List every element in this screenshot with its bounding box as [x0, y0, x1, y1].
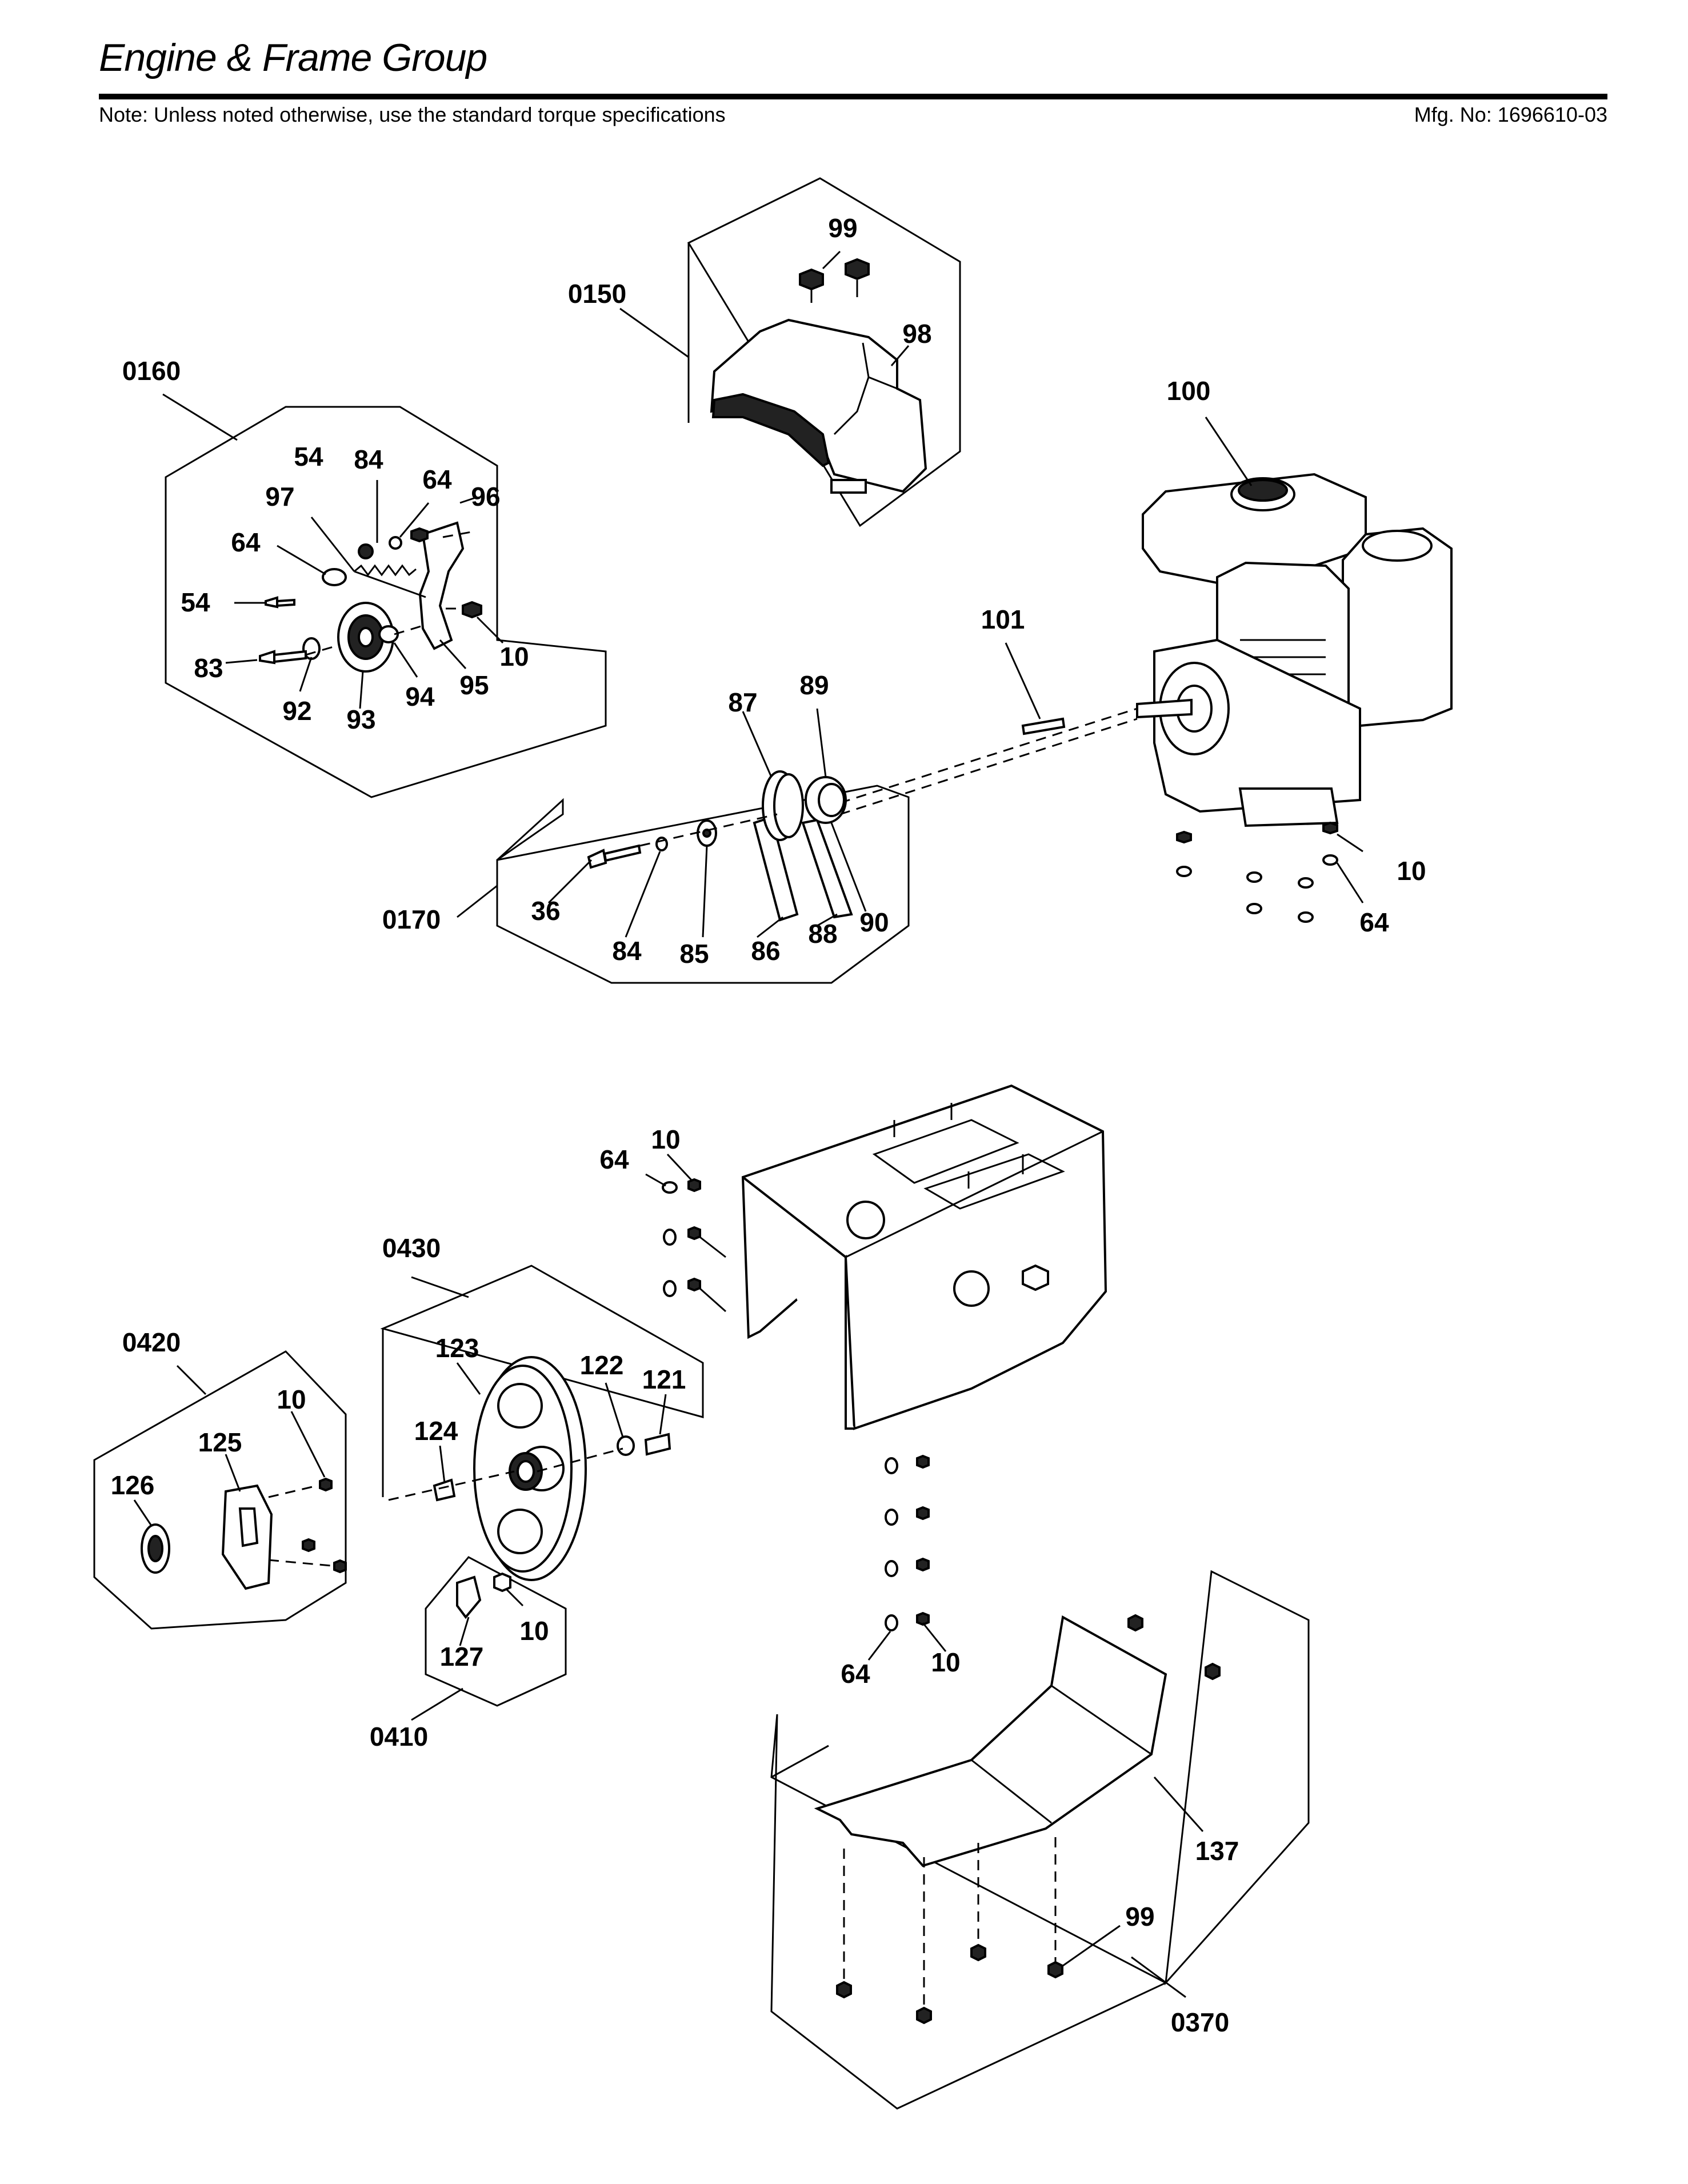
callout-89: 89: [799, 670, 829, 700]
callout-97: 97: [265, 482, 294, 511]
callout-121: 121: [642, 1365, 686, 1394]
callout-10: 10: [499, 642, 529, 671]
callout-95: 95: [459, 670, 489, 700]
callout-0370: 0370: [1171, 2007, 1229, 2037]
callout-93: 93: [346, 705, 375, 734]
callout-98: 98: [902, 319, 931, 349]
callout-0430: 0430: [382, 1233, 441, 1263]
frame-hardware: [645, 1153, 947, 1661]
callout-0410: 0410: [370, 1722, 428, 1751]
part-callouts: 0150 99 98 0160 100 54 84 64 97 96 64 54…: [111, 213, 1426, 2037]
callout-123: 123: [435, 1333, 479, 1363]
callout-64: 64: [231, 527, 261, 557]
callout-124: 124: [414, 1416, 458, 1446]
auger-pulley-assembly-0430: [380, 1265, 704, 1581]
callout-84: 84: [612, 936, 642, 966]
callout-126: 126: [111, 1470, 155, 1500]
callout-99: 99: [1125, 1902, 1154, 1931]
callout-86: 86: [751, 936, 780, 966]
callout-84: 84: [354, 445, 383, 474]
callout-137: 137: [1195, 1836, 1239, 1866]
callout-122: 122: [580, 1350, 624, 1380]
callout-0160: 0160: [122, 356, 181, 386]
callout-54: 54: [181, 587, 210, 617]
callout-0170: 0170: [382, 905, 441, 934]
callout-64: 64: [841, 1659, 870, 1689]
callout-0150: 0150: [568, 279, 626, 309]
callout-101: 101: [981, 605, 1025, 634]
shroud-assembly-0150: [619, 177, 961, 527]
belt-cover-assembly-0370: [770, 1570, 1310, 2110]
callout-125: 125: [198, 1427, 242, 1457]
shear-bolt-assembly-0410: [411, 1556, 567, 1721]
idler-assembly-0160: [162, 393, 607, 798]
callout-0420: 0420: [122, 1327, 181, 1357]
callout-127: 127: [440, 1642, 484, 1671]
callout-10: 10: [651, 1125, 680, 1154]
callout-90: 90: [859, 907, 889, 937]
torque-note: Note: Unless noted otherwise, use the st…: [99, 103, 726, 126]
callout-10: 10: [931, 1647, 960, 1677]
header-divider: [99, 94, 1607, 99]
key-101: [839, 642, 1138, 815]
callout-64: 64: [599, 1145, 629, 1174]
drive-pulley-assembly-0170: [457, 708, 910, 984]
mfg-number: Mfg. No: 1696610-03: [1414, 103, 1607, 126]
callout-64: 64: [422, 465, 452, 494]
callout-94: 94: [405, 682, 435, 711]
shroud-bolts: [799, 258, 870, 303]
callout-92: 92: [282, 696, 311, 726]
engine-mount-hardware: [1176, 821, 1364, 923]
bearing-housing-assembly-0420: [93, 1350, 347, 1630]
callout-88: 88: [808, 919, 837, 949]
callout-85: 85: [679, 939, 709, 969]
callout-87: 87: [728, 687, 757, 717]
callout-10: 10: [277, 1385, 306, 1414]
page-title: Engine & Frame Group: [99, 36, 487, 79]
callout-10: 10: [519, 1616, 549, 1646]
engine-100: [1136, 417, 1453, 827]
callout-96: 96: [471, 482, 500, 511]
callout-83: 83: [194, 653, 223, 683]
callout-99: 99: [828, 213, 857, 243]
callout-54: 54: [294, 442, 323, 471]
callout-10: 10: [1397, 856, 1426, 886]
callout-100: 100: [1167, 376, 1211, 406]
callout-64: 64: [1359, 907, 1389, 937]
frame-weldment: [741, 1084, 1107, 1430]
callout-36: 36: [531, 896, 560, 926]
